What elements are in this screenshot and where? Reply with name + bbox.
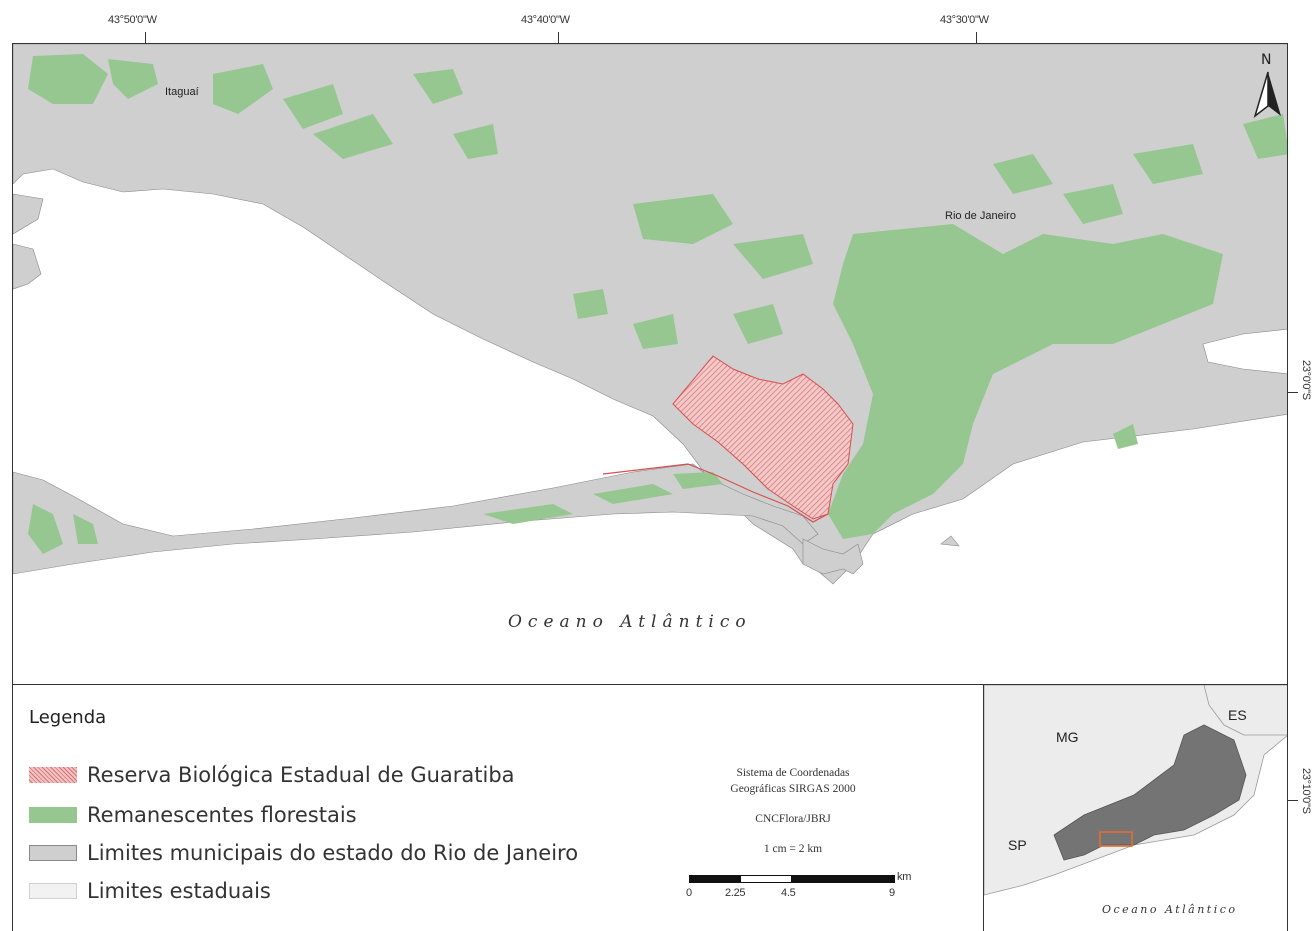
coord-system-line2: Geográficas SIRGAS 2000	[730, 783, 856, 795]
ocean-label-main: Oceano Atlântico	[508, 612, 752, 632]
north-arrow-icon	[1253, 71, 1281, 119]
tick-top-3	[976, 32, 977, 43]
main-map: Itaguaí Rio de Janeiro Oceano Atlântico …	[12, 43, 1288, 685]
water-inlet	[1202, 328, 1287, 375]
reserva-guaratiba	[672, 355, 854, 520]
reserva-outline-south	[602, 463, 829, 523]
inset-label-es: ES	[1228, 707, 1247, 723]
scale-tick-0: 0	[686, 887, 692, 899]
latitude-label-2: 23°10'0"S	[1300, 768, 1312, 814]
inset-es-boundary	[1203, 685, 1287, 736]
southern-tip	[802, 538, 864, 575]
legend-label-municipal: Limites municipais do estado do Rio de J…	[87, 841, 579, 865]
tick-right-2	[1288, 800, 1298, 801]
legend-swatch-state	[29, 883, 77, 899]
scale-tick-2: 4.5	[781, 887, 796, 899]
forest-remnants	[28, 54, 1287, 554]
itaguai-bay-land	[13, 193, 44, 235]
inset-label-mg: MG	[1056, 729, 1079, 745]
inset-map-svg	[984, 685, 1287, 931]
tick-top-2	[558, 32, 559, 43]
place-label-rio-de-janeiro: Rio de Janeiro	[945, 210, 1016, 222]
scale-unit: km	[897, 871, 912, 883]
north-label: N	[1261, 52, 1272, 68]
longitude-label-1: 43°50'0"W	[108, 14, 157, 26]
scale-ratio: 1 cm = 2 km	[763, 843, 823, 855]
legend-swatch-forest	[29, 807, 77, 823]
tick-top-1	[145, 32, 146, 43]
coord-system-line1: Sistema de Coordenadas	[736, 767, 850, 779]
scale-bar	[689, 875, 895, 883]
legend-swatch-municipal	[29, 845, 77, 861]
legend-panel: Legenda Reserva Biológica Estadual de Gu…	[12, 685, 984, 931]
legend-title: Legenda	[29, 707, 107, 728]
scale-seg-2	[740, 875, 793, 883]
main-map-svg	[13, 44, 1287, 585]
scale-seg-3	[791, 875, 895, 883]
inset-map: MG ES SP Oceano Atlântico	[984, 685, 1288, 931]
longitude-label-2: 43°40'0"W	[521, 14, 570, 26]
scale-seg-1	[689, 875, 742, 883]
tick-right-1	[1288, 392, 1298, 393]
inset-label-sp: SP	[1008, 837, 1027, 853]
small-island	[940, 535, 960, 547]
legend-label-state: Limites estaduais	[87, 879, 271, 903]
left-land	[13, 243, 42, 290]
mainland	[13, 44, 1287, 585]
legend-label-reserve: Reserva Biológica Estadual de Guaratiba	[87, 763, 515, 787]
scale-tick-1: 2.25	[725, 887, 746, 899]
inset-rio-state	[1053, 724, 1247, 861]
latitude-label-1: 23°0'0"S	[1300, 360, 1312, 400]
longitude-label-3: 43°30'0"W	[940, 14, 989, 26]
inset-ocean-label: Oceano Atlântico	[1102, 903, 1238, 916]
legend-label-forest: Remanescentes florestais	[87, 803, 357, 827]
scale-tick-3: 9	[889, 887, 895, 899]
legend-item-reserve: Reserva Biológica Estadual de Guaratiba	[29, 763, 515, 787]
legend-item-state: Limites estaduais	[29, 879, 271, 903]
legend-item-municipal: Limites municipais do estado do Rio de J…	[29, 841, 578, 865]
credit-text: CNCFlora/JBRJ	[755, 813, 831, 825]
place-label-itaguai: Itaguaí	[165, 86, 199, 98]
inset-study-area-box	[1099, 831, 1133, 847]
legend-swatch-reserve	[29, 767, 77, 783]
legend-item-forest: Remanescentes florestais	[29, 803, 357, 827]
